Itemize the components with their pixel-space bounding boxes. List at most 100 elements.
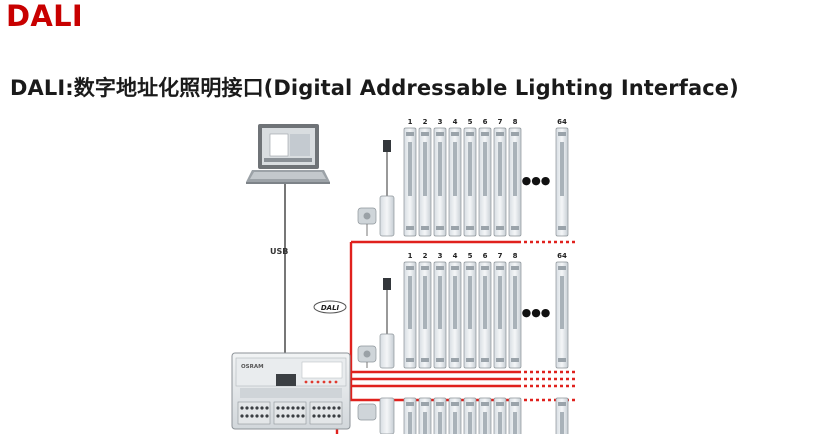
terminal-screw (250, 406, 254, 410)
driver-terminal (511, 358, 519, 362)
terminal-screw (301, 406, 305, 410)
terminal-screw (317, 414, 321, 418)
driver-terminal (496, 266, 504, 270)
driver-terminal (421, 226, 429, 230)
driver-terminal (558, 226, 566, 230)
status-led (322, 380, 326, 384)
driver-terminal (451, 226, 459, 230)
driver-terminal (558, 402, 566, 406)
driver-terminal (436, 402, 444, 406)
terminal-screw (337, 406, 341, 410)
terminal-screw (260, 406, 264, 410)
driver-label-strip (423, 142, 427, 196)
driver-label-strip (498, 412, 502, 434)
driver-label-strip (468, 142, 472, 196)
driver-terminal (558, 266, 566, 270)
terminal-block (273, 401, 307, 425)
driver-terminal (558, 132, 566, 136)
driver-label-strip (453, 142, 457, 196)
terminal-screw (332, 406, 336, 410)
driver-number: 64 (557, 252, 567, 260)
driver-number: 2 (423, 252, 428, 260)
svg-text:DALI: DALI (321, 304, 340, 312)
driver-number: 1 (408, 118, 413, 126)
driver-label-strip (453, 412, 457, 434)
driver-terminal (421, 132, 429, 136)
driver-number: 5 (468, 118, 473, 126)
push-button-unit (357, 403, 377, 421)
terminal-screw (312, 414, 316, 418)
driver-terminal (406, 358, 414, 362)
sensor-head (383, 140, 391, 152)
push-button-knob (363, 350, 371, 358)
driver-number: 4 (453, 118, 458, 126)
driver-terminal (421, 358, 429, 362)
driver-terminal (406, 266, 414, 270)
page-title: DALI (6, 0, 83, 33)
driver-terminal (558, 358, 566, 362)
driver-terminal (511, 132, 519, 136)
driver-terminal (481, 226, 489, 230)
terminal-block (309, 401, 343, 425)
sensor-units (357, 140, 395, 434)
driver-terminal (451, 132, 459, 136)
driver-label-strip (468, 276, 472, 329)
driver-label-strip (423, 276, 427, 329)
terminal-screw (255, 406, 259, 410)
driver-terminal (481, 266, 489, 270)
terminal-screw (327, 406, 331, 410)
terminal-screw (245, 414, 249, 418)
terminal-screw (296, 406, 300, 410)
driver-terminal (421, 402, 429, 406)
driver-number: 7 (498, 252, 503, 260)
terminal-screw (240, 406, 244, 410)
driver-label-strip (513, 142, 517, 196)
terminal-screw (250, 414, 254, 418)
sensor-module (379, 397, 395, 434)
driver-terminal (436, 226, 444, 230)
status-led (310, 380, 314, 384)
driver-terminal (451, 402, 459, 406)
sensor-module (379, 333, 395, 369)
driver-terminal (406, 132, 414, 136)
driver-terminal (466, 402, 474, 406)
terminal-screw (327, 414, 331, 418)
push-button-knob (363, 212, 371, 220)
driver-label-strip (560, 276, 564, 329)
driver-terminal (451, 266, 459, 270)
driver-label-strip (468, 412, 472, 434)
usb-label: USB (270, 247, 288, 256)
driver-terminal (481, 358, 489, 362)
driver-label-strip (483, 276, 487, 329)
driver-label-strip (408, 412, 412, 434)
driver-number: 2 (423, 118, 428, 126)
terminal-screw (281, 406, 285, 410)
terminal-screw (255, 414, 259, 418)
driver-terminal (436, 132, 444, 136)
terminal-screw (301, 414, 305, 418)
driver-number: 3 (438, 118, 443, 126)
driver-terminal (496, 358, 504, 362)
driver-label-strip (483, 142, 487, 196)
more-drivers-ellipsis: ●●● (522, 174, 551, 187)
driver-terminal (481, 402, 489, 406)
driver-number: 64 (557, 118, 567, 126)
terminal-screw (276, 406, 280, 410)
terminal-screw (260, 414, 264, 418)
terminal-screw (317, 406, 321, 410)
driver-number: 6 (483, 118, 488, 126)
driver-terminal (466, 132, 474, 136)
terminal-screw (322, 406, 326, 410)
driver-number: 3 (438, 252, 443, 260)
terminal-screw (265, 414, 269, 418)
driver-label-strip (513, 412, 517, 434)
driver-terminal (436, 358, 444, 362)
driver-number: 6 (483, 252, 488, 260)
driver-label-strip (498, 142, 502, 196)
terminal-screw (291, 406, 295, 410)
driver-terminal (421, 266, 429, 270)
laptop-icon (246, 124, 330, 184)
terminal-screw (296, 414, 300, 418)
